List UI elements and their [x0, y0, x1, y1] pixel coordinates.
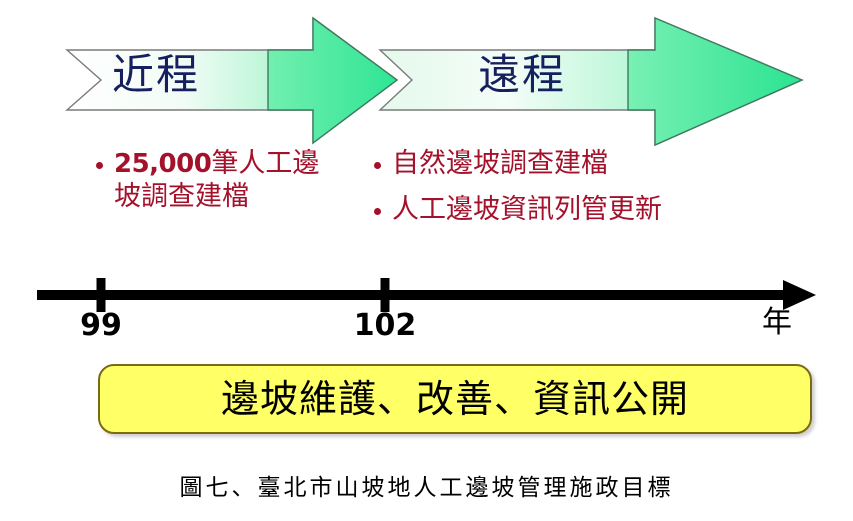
bullet-emphasis-count: 25,000 [114, 149, 212, 179]
list-item: 自然邊坡調查建檔 [374, 148, 844, 181]
goal-banner: 邊坡維護、改善、資訊公開 [98, 364, 812, 434]
list-item: 人工邊坡資訊列管更新 [374, 194, 844, 227]
timeline-tick-label-102: 102 [353, 308, 417, 343]
bullet-list-far-term: 自然邊坡調查建檔 人工邊坡資訊列管更新 [374, 148, 844, 227]
bullet-list-near-term: 25,000筆人工邊坡調查建檔 [96, 148, 346, 214]
bullet-dot-icon [374, 162, 381, 169]
arrow-far-term [378, 16, 804, 147]
timeline-unit-label: 年 [762, 305, 792, 340]
goal-banner-text: 邊坡維護、改善、資訊公開 [220, 377, 689, 421]
bullet-dot-icon [96, 162, 103, 169]
arrow-far-term-head [627, 16, 804, 147]
bullet-text-far-2: 人工邊坡資訊列管更新 [392, 193, 662, 225]
timeline-tick-label-99: 99 [80, 308, 122, 343]
bullet-dot-icon [374, 207, 381, 215]
figure-caption: 圖七、臺北市山坡地人工邊坡管理施政目標 [179, 475, 674, 501]
list-item: 25,000筆人工邊坡調查建檔 [96, 148, 346, 214]
bullet-text-near-1: 25,000筆人工邊坡調查建檔 [114, 148, 346, 214]
phase-label-near-term: 近程 [112, 50, 201, 99]
arrow-far-term-body [378, 16, 804, 147]
phase-label-far-term: 遠程 [478, 50, 567, 99]
arrow-near-term-head [267, 16, 399, 145]
bullet-text-far-1: 自然邊坡調查建檔 [392, 148, 608, 179]
bullet-body-text: 筆人工邊坡調查建檔 [114, 148, 320, 212]
